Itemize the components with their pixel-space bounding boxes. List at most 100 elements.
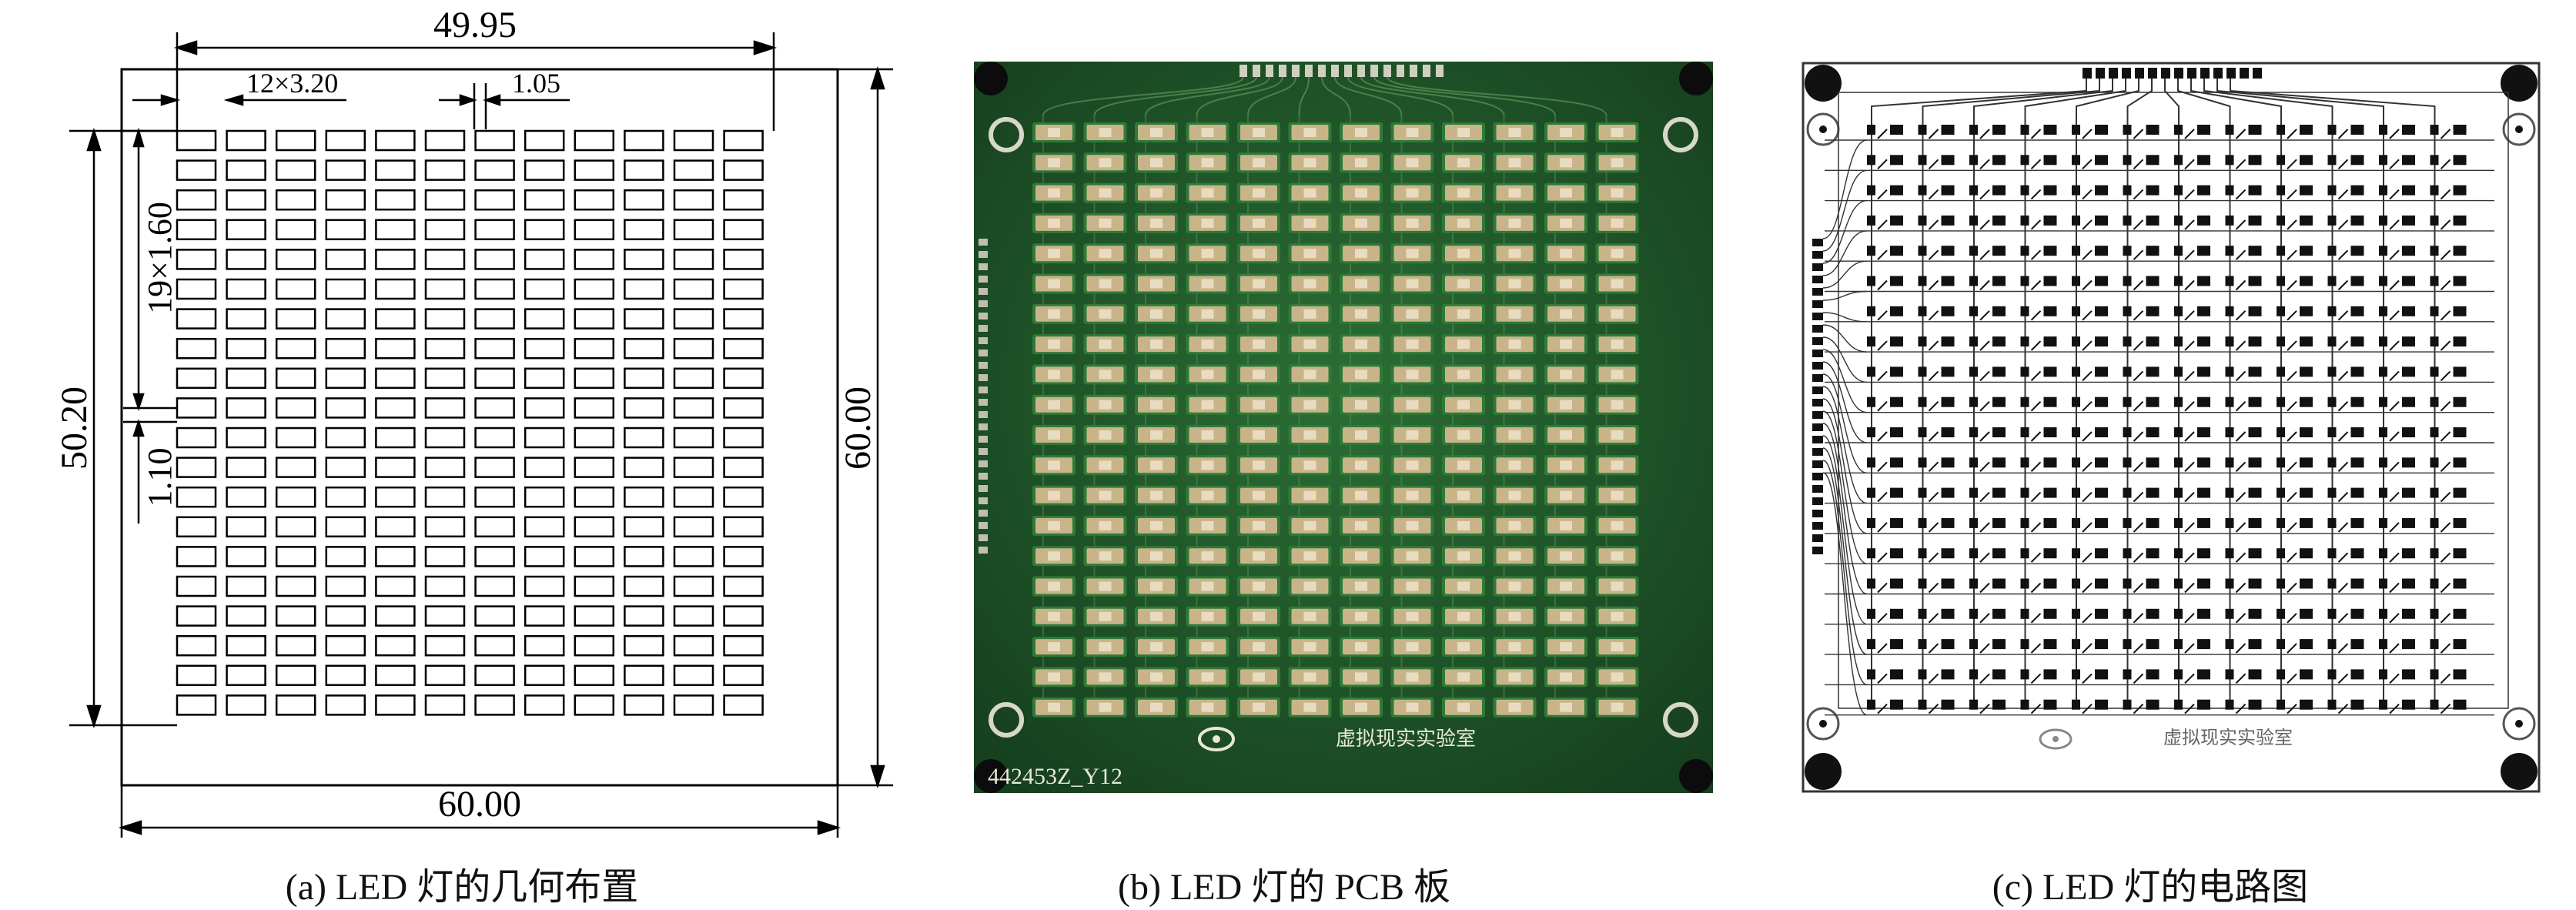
led-trace bbox=[2030, 129, 2042, 139]
led-trace bbox=[2030, 249, 2042, 260]
led-footprint bbox=[673, 575, 714, 597]
led-pad bbox=[2072, 548, 2080, 559]
led-lens bbox=[1048, 642, 1060, 652]
led-pad bbox=[2020, 427, 2029, 437]
led-footprint bbox=[723, 159, 764, 181]
led-trace bbox=[1877, 340, 1888, 351]
led-trace bbox=[2287, 129, 2297, 139]
led-trace bbox=[2389, 219, 2400, 230]
led-trace bbox=[2184, 159, 2195, 170]
led-trace bbox=[1877, 400, 1888, 412]
led-footprint bbox=[574, 694, 615, 716]
led-lens bbox=[1560, 279, 1572, 289]
led-lens bbox=[1508, 611, 1521, 621]
led-footprint bbox=[325, 337, 366, 360]
led-trace bbox=[2133, 703, 2144, 714]
circuit-traces bbox=[1822, 79, 2509, 716]
led-pad bbox=[2197, 669, 2210, 680]
led-lens bbox=[1560, 642, 1572, 652]
led-pad bbox=[2174, 669, 2183, 680]
edge-pad bbox=[1812, 399, 1823, 406]
led-pad bbox=[2430, 215, 2439, 226]
led-footprint bbox=[624, 634, 664, 657]
led-footprint bbox=[574, 516, 615, 538]
led-pad bbox=[2453, 185, 2467, 196]
led-trace bbox=[1979, 491, 1990, 503]
led-lens bbox=[1508, 642, 1521, 652]
led-pad bbox=[1992, 639, 2006, 650]
led-pad bbox=[2123, 246, 2132, 256]
led-lens bbox=[1303, 249, 1316, 259]
led-pad bbox=[2123, 185, 2132, 196]
led-pad bbox=[2379, 578, 2387, 589]
pcb-trace bbox=[1145, 76, 1270, 116]
led-trace bbox=[1979, 159, 1990, 170]
connector-pin bbox=[1370, 65, 1378, 77]
led-lens bbox=[1355, 370, 1367, 380]
led-footprint bbox=[325, 546, 366, 567]
led-pad bbox=[2402, 427, 2415, 437]
led-trace bbox=[2235, 249, 2246, 260]
led-trace bbox=[2030, 643, 2042, 654]
led-trace bbox=[1979, 279, 1990, 291]
led-footprint bbox=[275, 367, 316, 390]
led-lens bbox=[1355, 642, 1367, 652]
led-pad bbox=[1992, 396, 2006, 407]
led-lens bbox=[1457, 642, 1470, 652]
led-pad bbox=[2327, 185, 2337, 196]
led-pad bbox=[2327, 548, 2337, 559]
led-footprint bbox=[524, 486, 565, 508]
led-pad bbox=[1969, 125, 1978, 135]
led-trace bbox=[2287, 219, 2297, 230]
led-pad bbox=[2402, 276, 2415, 286]
circuit-trace bbox=[1822, 410, 1868, 564]
led-pad bbox=[2327, 215, 2337, 226]
led-trace bbox=[1928, 582, 1939, 594]
led-lens bbox=[1150, 520, 1163, 530]
led-pad bbox=[1941, 336, 1955, 347]
led-pad bbox=[1941, 366, 1955, 377]
led-pad bbox=[2277, 608, 2285, 619]
led-footprint bbox=[325, 249, 366, 270]
led-footprint bbox=[275, 427, 316, 449]
circuit-trace bbox=[1822, 260, 1868, 289]
led-lens bbox=[1150, 309, 1163, 319]
led-lens bbox=[1560, 430, 1572, 440]
led-pad bbox=[2277, 517, 2285, 528]
led-footprint bbox=[176, 159, 217, 181]
led-pad bbox=[1992, 155, 2006, 166]
edge-pin bbox=[979, 510, 988, 517]
led-lens bbox=[1406, 520, 1419, 530]
led-lens bbox=[1253, 128, 1265, 137]
led-lens bbox=[1201, 340, 1214, 350]
led-lens bbox=[1560, 400, 1572, 410]
pcb-trace bbox=[1387, 76, 1607, 116]
led-pad bbox=[1992, 336, 2006, 347]
led-footprint bbox=[226, 337, 266, 360]
edge-pad bbox=[1812, 350, 1823, 357]
led-pad bbox=[2350, 487, 2364, 498]
led-lens bbox=[1048, 370, 1060, 380]
led-pad bbox=[1941, 246, 1955, 256]
led-pad bbox=[1918, 185, 1927, 196]
led-trace bbox=[1979, 552, 1990, 563]
led-pad bbox=[2379, 548, 2387, 559]
led-trace bbox=[2235, 189, 2246, 200]
led-trace bbox=[2184, 461, 2195, 473]
led-pad bbox=[2072, 306, 2080, 316]
pcb-trace bbox=[1334, 76, 1403, 116]
led-pad bbox=[1890, 427, 1903, 437]
led-pad bbox=[2095, 155, 2108, 166]
led-trace bbox=[2030, 189, 2042, 200]
led-pad bbox=[2327, 608, 2337, 619]
connector-pin bbox=[1423, 65, 1430, 77]
led-pad bbox=[1918, 336, 1927, 347]
led-footprint bbox=[176, 278, 217, 300]
led-pad bbox=[2379, 639, 2387, 650]
led-pad bbox=[2072, 185, 2080, 196]
led-pad bbox=[2430, 457, 2439, 468]
led-lens bbox=[1355, 551, 1367, 561]
led-lens bbox=[1303, 581, 1316, 591]
connector-pin bbox=[1436, 65, 1444, 77]
led-pad bbox=[2327, 517, 2337, 528]
